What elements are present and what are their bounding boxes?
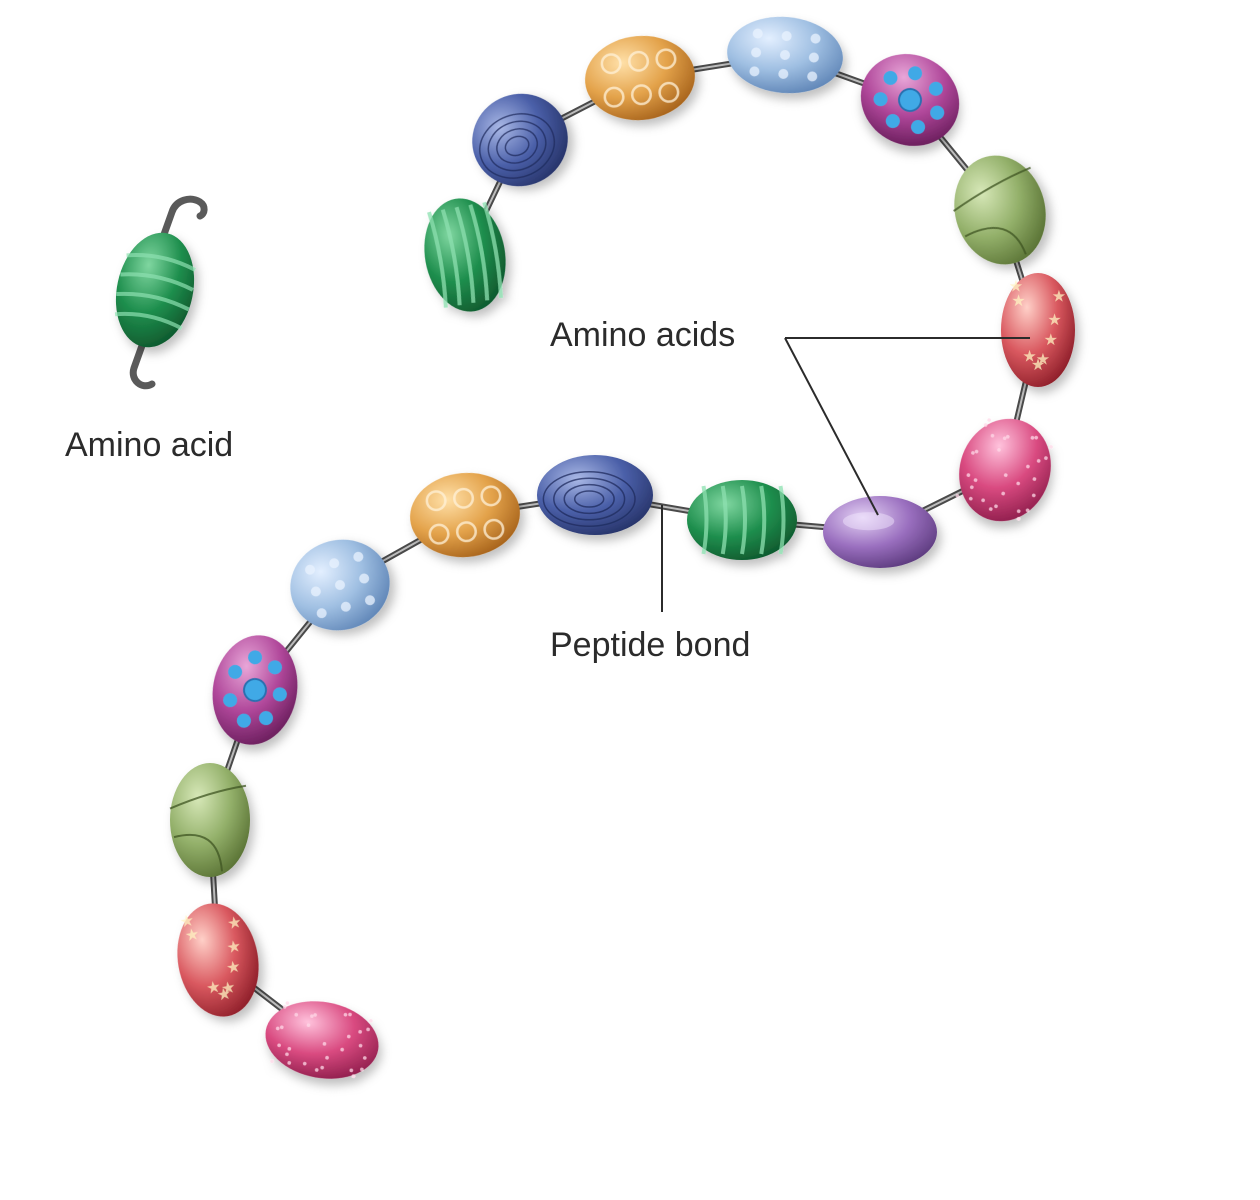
bead-pattern bbox=[305, 551, 375, 619]
svg-text:★: ★ bbox=[205, 976, 222, 997]
amino-acid-bead-blue bbox=[472, 93, 568, 187]
svg-text:★: ★ bbox=[225, 936, 242, 957]
bead-body bbox=[954, 155, 1046, 265]
bead-pattern bbox=[270, 1001, 373, 1078]
amino-acid-bead-blue bbox=[537, 455, 653, 535]
svg-text:★: ★ bbox=[1009, 276, 1023, 295]
peptide-bond-label: Peptide bond bbox=[550, 626, 750, 664]
amino-acid-label: Amino acid bbox=[65, 426, 233, 464]
bead-body bbox=[170, 763, 250, 877]
bead-pattern bbox=[425, 485, 505, 545]
amino-acid-bead-green bbox=[424, 198, 506, 312]
bead-pattern bbox=[427, 201, 503, 308]
svg-text:★: ★ bbox=[178, 910, 195, 931]
bead-body bbox=[177, 903, 259, 1017]
top-hook bbox=[158, 195, 208, 244]
stripe-pattern bbox=[114, 253, 196, 331]
bottom-hook bbox=[129, 336, 156, 390]
svg-text:★: ★ bbox=[1047, 310, 1061, 329]
svg-text:★: ★ bbox=[1022, 346, 1036, 365]
bead-pattern bbox=[600, 48, 680, 108]
bead-pattern bbox=[955, 418, 1053, 521]
bead-body bbox=[959, 418, 1051, 522]
svg-text:★: ★ bbox=[215, 983, 232, 1004]
bead-pattern bbox=[169, 784, 247, 872]
amino-acid-bead-olive bbox=[953, 155, 1046, 265]
amino-acid-bead-pink bbox=[955, 418, 1053, 522]
bead-pattern bbox=[542, 471, 636, 527]
amino-acid-bead-lightblue bbox=[290, 539, 390, 631]
svg-text:★: ★ bbox=[220, 977, 237, 998]
bead-pattern bbox=[479, 113, 556, 179]
amino-acid-bead-green bbox=[687, 480, 797, 560]
amino-acids-leader bbox=[784, 337, 1030, 516]
amino-acid-chain: ★★★★★★★★★★★★★★★★ bbox=[169, 16, 1075, 1079]
amino-acid-bead-pink bbox=[265, 1001, 379, 1079]
amino-acid-bead-purpleDots bbox=[860, 54, 960, 146]
amino-acids-label: Amino acids bbox=[550, 316, 735, 354]
amino-acid-bead-red: ★★★★★★★★ bbox=[1001, 273, 1075, 387]
bead-body bbox=[472, 93, 568, 187]
amino-acid-bead-purpleDots bbox=[212, 635, 298, 745]
bead-pattern bbox=[953, 166, 1031, 255]
svg-text:★: ★ bbox=[226, 912, 243, 933]
bead-pattern bbox=[873, 66, 945, 135]
amino-acid-bead-lightblue bbox=[727, 16, 843, 94]
bead-pattern bbox=[749, 28, 821, 82]
bead-body bbox=[585, 35, 695, 121]
bead-pattern: ★★★★★★★★ bbox=[1009, 276, 1066, 373]
bead-body bbox=[687, 480, 797, 560]
svg-text:★: ★ bbox=[183, 924, 200, 945]
bead-pattern: ★★★★★★★★ bbox=[178, 910, 243, 1004]
bead-body bbox=[1001, 273, 1075, 387]
svg-text:★: ★ bbox=[1011, 291, 1025, 310]
free-amino-acid bbox=[114, 195, 208, 390]
amino-acid-bead-red: ★★★★★★★★ bbox=[177, 903, 259, 1017]
bead-pattern bbox=[701, 485, 786, 555]
amino-acid-bead-olive bbox=[169, 763, 250, 877]
bead-body bbox=[424, 198, 506, 312]
bead-body bbox=[823, 496, 937, 568]
bead-pattern bbox=[223, 650, 287, 728]
amino-acid-bead-violet bbox=[823, 496, 937, 568]
svg-text:★: ★ bbox=[225, 956, 242, 977]
bead-body bbox=[410, 472, 520, 558]
amino-acid-bead-orange bbox=[410, 472, 520, 558]
svg-text:★: ★ bbox=[1031, 355, 1045, 374]
svg-text:★: ★ bbox=[1052, 287, 1066, 306]
amino-acid-bead-orange bbox=[585, 35, 695, 121]
bead-body bbox=[265, 1001, 379, 1079]
svg-text:★: ★ bbox=[1044, 330, 1058, 349]
bead-pattern bbox=[842, 512, 895, 531]
svg-text:★: ★ bbox=[1036, 350, 1050, 369]
